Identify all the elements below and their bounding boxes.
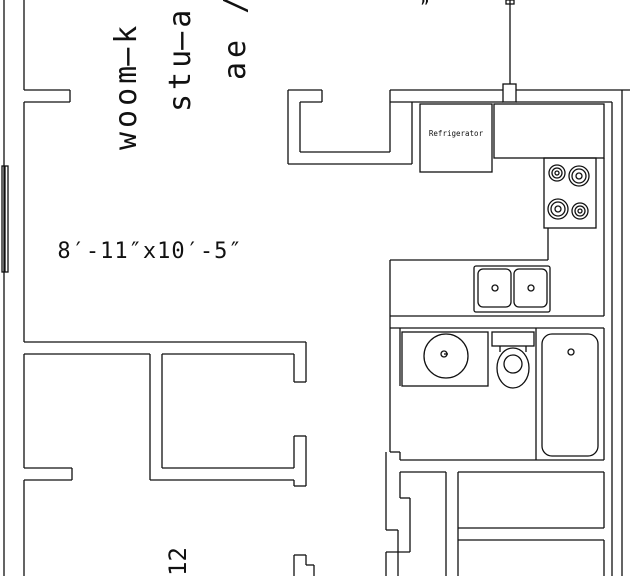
lower-counter [389, 226, 605, 317]
burner-icon [571, 202, 589, 220]
lower-right-walls [385, 452, 605, 576]
stove [543, 157, 597, 229]
top-mark: ” [420, 0, 430, 16]
refrigerator: Refrigerator [419, 103, 493, 173]
kitchen-walls [287, 0, 630, 576]
toilet [491, 331, 535, 389]
burner-icon [548, 164, 566, 182]
lower-left-walls [23, 341, 315, 576]
left-exterior-wall [1, 0, 71, 576]
bathtub [535, 328, 599, 460]
burner-icon [547, 198, 569, 220]
room-dimensions-label: 8′-11″x10′-5″ [57, 239, 242, 264]
bathroom [389, 316, 605, 461]
rotated-label-1: woom̶k [109, 22, 144, 150]
refrigerator-label: Refrigerator [429, 129, 484, 138]
rotated-label-bottom: 12 [164, 547, 192, 576]
rotated-label-3: ae / [218, 0, 253, 80]
vanity [401, 331, 489, 387]
bathroom-sink [423, 333, 469, 379]
burner-icon [568, 165, 590, 187]
rotated-label-2: stu̶a [163, 6, 198, 112]
kitchen-sink [473, 265, 551, 313]
column-marker [502, 83, 517, 103]
